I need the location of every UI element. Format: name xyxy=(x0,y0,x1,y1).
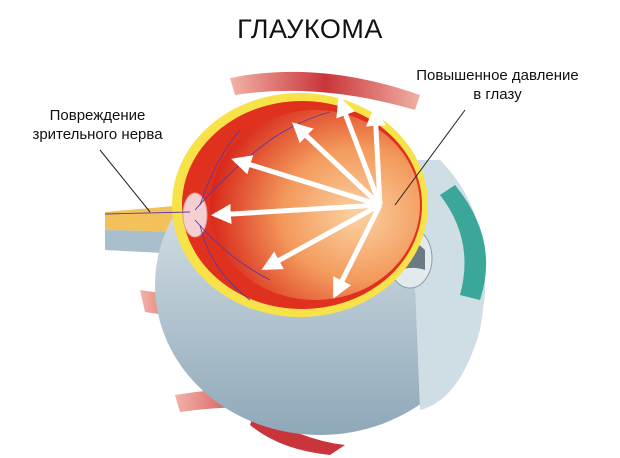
bottom-muscle xyxy=(250,410,345,455)
nerve-leader xyxy=(99,149,151,213)
blood-vessels xyxy=(104,111,331,301)
pressure-arrows xyxy=(211,96,386,299)
pressure-label-line2: в глазу xyxy=(473,86,522,103)
pressure-label-line1: Повышенное давление xyxy=(416,67,579,84)
nerve-label-line2: зрительного нерва xyxy=(32,126,163,143)
optic-disc xyxy=(182,192,208,238)
pressure-leader xyxy=(394,109,466,206)
nerve-damage-label: Повреждение зрительного нерва xyxy=(20,106,175,144)
diagram-title: ГЛАУКОМА xyxy=(237,14,383,44)
upper-muscle xyxy=(230,71,420,110)
pressure-label: Повышенное давление в глазу xyxy=(395,66,600,104)
ciliary-teal xyxy=(440,185,487,300)
nerve-label-line1: Повреждение xyxy=(49,107,146,124)
vitreous xyxy=(210,110,420,300)
